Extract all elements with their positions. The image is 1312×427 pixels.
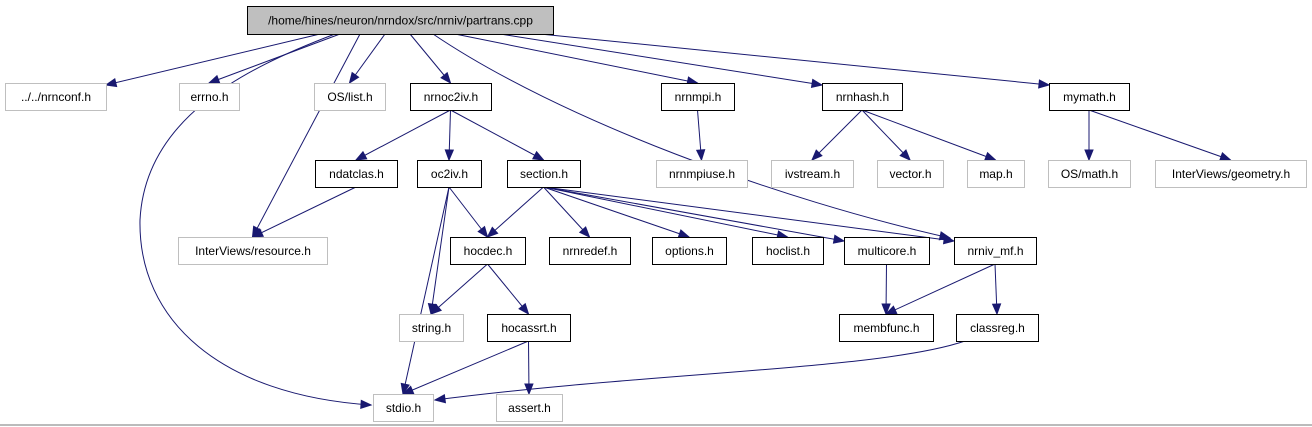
- edge-mymath_h-to-iv_geometry_h: [1088, 109, 1232, 161]
- node-label: nrnredef.h: [563, 244, 618, 258]
- node-stdio-h: stdio.h: [373, 394, 434, 422]
- edge-nrnoc2iv_h-to-ndatclas_h: [354, 109, 451, 161]
- node-assert-h: assert.h: [496, 394, 563, 422]
- nodes-layer: /home/hines/neuron/nrndox/src/nrniv/part…: [5, 6, 1307, 422]
- edge-hocdec_h-to-string_h: [429, 263, 488, 315]
- edge-ndatclas_h-to-iv_resource_h: [251, 186, 357, 238]
- edge-partrans_cpp-to-nrnconf_h: [104, 33, 321, 88]
- node-nrniv-mf-h[interactable]: nrniv_mf.h: [954, 237, 1037, 265]
- node-ndatclas-h[interactable]: ndatclas.h: [315, 160, 398, 188]
- node-label: nrnoc2iv.h: [424, 90, 478, 104]
- node-label: vector.h: [889, 167, 931, 181]
- node-nrnmpi-h[interactable]: nrnmpi.h: [661, 83, 735, 111]
- node-label: errno.h: [190, 90, 228, 104]
- node-multicore-h[interactable]: multicore.h: [844, 237, 930, 265]
- edge-oc2iv_h-to-string_h: [427, 186, 450, 316]
- node-label: hocdec.h: [464, 244, 513, 258]
- edge-oc2iv_h-to-hocdec_h: [448, 186, 489, 239]
- node-nrnmpiuse-h: nrnmpiuse.h: [656, 160, 748, 188]
- edge-section_h-to-nrnredef_h: [543, 186, 591, 238]
- edge-section_h-to-multicore_h: [543, 186, 846, 244]
- edge-partrans_cpp-to-stdio_h: [139, 33, 373, 410]
- edge-multicore_h-to-membfunc_h: [881, 263, 891, 316]
- node-classreg-h[interactable]: classreg.h: [956, 314, 1039, 342]
- edge-hocassrt_h-to-assert_h: [524, 340, 534, 396]
- node-label: membfunc.h: [853, 321, 919, 335]
- edge-partrans_cpp-to-nrnoc2iv_h: [409, 33, 452, 85]
- node-label: stdio.h: [386, 401, 421, 415]
- edge-oc2iv_h-to-stdio_h: [400, 186, 450, 396]
- node-nrnoc2iv-h[interactable]: nrnoc2iv.h: [410, 83, 492, 111]
- node-map-h: map.h: [967, 160, 1025, 188]
- edge-partrans_cpp-to-errno_h: [207, 33, 341, 84]
- node-label: hocassrt.h: [501, 321, 556, 335]
- node-options-h[interactable]: options.h: [652, 237, 727, 265]
- node-label: multicore.h: [858, 244, 917, 258]
- node-os-list-h: OS/list.h: [314, 83, 386, 111]
- node-nrnredef-h[interactable]: nrnredef.h: [549, 237, 631, 265]
- edge-partrans_cpp-to-nrnhash_h: [499, 33, 824, 89]
- node-oc2iv-h[interactable]: oc2iv.h: [417, 160, 482, 188]
- edge-nrniv_mf_h-to-membfunc_h: [884, 263, 996, 315]
- node-label: OS/math.h: [1061, 167, 1118, 181]
- node-vector-h: vector.h: [877, 160, 944, 188]
- node-label: assert.h: [508, 401, 551, 415]
- edge-mymath_h-to-os_math_h: [1084, 110, 1094, 162]
- edge-partrans_cpp-to-iv_resource_h: [251, 33, 361, 239]
- node-nrnhash-h[interactable]: nrnhash.h: [822, 83, 903, 111]
- bottom-divider: [0, 424, 1312, 426]
- node-label: ndatclas.h: [329, 167, 384, 181]
- node-label: classreg.h: [970, 321, 1025, 335]
- node-label: nrnmpi.h: [675, 90, 722, 104]
- edge-hocdec_h-to-hocassrt_h: [487, 263, 530, 316]
- node-label: ivstream.h: [785, 167, 840, 181]
- node-label: OS/list.h: [327, 90, 372, 104]
- node-label: options.h: [665, 244, 714, 258]
- node-os-math-h: OS/math.h: [1048, 160, 1131, 188]
- edge-nrnmpi_h-to-nrnmpiuse_h: [695, 109, 706, 162]
- node-section-h[interactable]: section.h: [507, 160, 581, 188]
- node-label: InterViews/geometry.h: [1172, 167, 1290, 181]
- node-partrans-cpp: /home/hines/neuron/nrndox/src/nrniv/part…: [247, 6, 554, 35]
- edge-nrnoc2iv_h-to-oc2iv_h: [444, 109, 455, 162]
- edge-partrans_cpp-to-nrniv_mf_h: [432, 33, 952, 241]
- node-label: hoclist.h: [766, 244, 810, 258]
- node-label: InterViews/resource.h: [195, 244, 311, 258]
- node-iv-geometry-h: InterViews/geometry.h: [1155, 160, 1307, 188]
- edge-partrans_cpp-to-mymath_h: [539, 33, 1051, 89]
- node-hoclist-h[interactable]: hoclist.h: [752, 237, 824, 265]
- node-errno-h: errno.h: [179, 83, 240, 111]
- node-string-h: string.h: [399, 314, 464, 342]
- edge-section_h-to-nrniv_mf_h: [543, 186, 956, 245]
- node-label: nrnmpiuse.h: [669, 167, 735, 181]
- node-label: /home/hines/neuron/nrndox/src/nrniv/part…: [268, 14, 533, 28]
- node-label: mymath.h: [1063, 90, 1116, 104]
- edge-section_h-to-hoclist_h: [543, 186, 789, 240]
- node-ivstream-h: ivstream.h: [771, 160, 854, 188]
- node-iv-resource-h: InterViews/resource.h: [178, 237, 328, 265]
- node-label: section.h: [520, 167, 568, 181]
- edge-section_h-to-hocdec_h: [486, 186, 544, 238]
- edge-nrniv_mf_h-to-classreg_h: [991, 263, 1002, 316]
- node-label: ../../nrnconf.h: [21, 90, 91, 104]
- edge-nrnhash_h-to-vector_h: [861, 109, 911, 161]
- edge-classreg_h-to-stdio_h: [433, 340, 966, 404]
- node-membfunc-h[interactable]: membfunc.h: [839, 314, 934, 342]
- node-label: map.h: [979, 167, 1012, 181]
- node-label: oc2iv.h: [431, 167, 468, 181]
- node-label: nrnhash.h: [836, 90, 889, 104]
- node-label: string.h: [412, 321, 451, 335]
- edges-layer: [104, 33, 1232, 410]
- node-hocdec-h[interactable]: hocdec.h: [450, 237, 526, 265]
- edge-nrnhash_h-to-ivstream_h: [811, 109, 863, 161]
- node-label: nrniv_mf.h: [967, 244, 1023, 258]
- node-mymath-h[interactable]: mymath.h: [1049, 83, 1130, 111]
- edge-partrans_cpp-to-os_list_h: [348, 33, 386, 85]
- edge-nrnhash_h-to-map_h: [861, 109, 997, 161]
- edge-hocassrt_h-to-stdio_h: [401, 340, 529, 395]
- node-hocassrt-h[interactable]: hocassrt.h: [487, 314, 571, 342]
- edge-nrnoc2iv_h-to-section_h: [450, 109, 545, 161]
- node-nrnconf-h: ../../nrnconf.h: [5, 83, 107, 111]
